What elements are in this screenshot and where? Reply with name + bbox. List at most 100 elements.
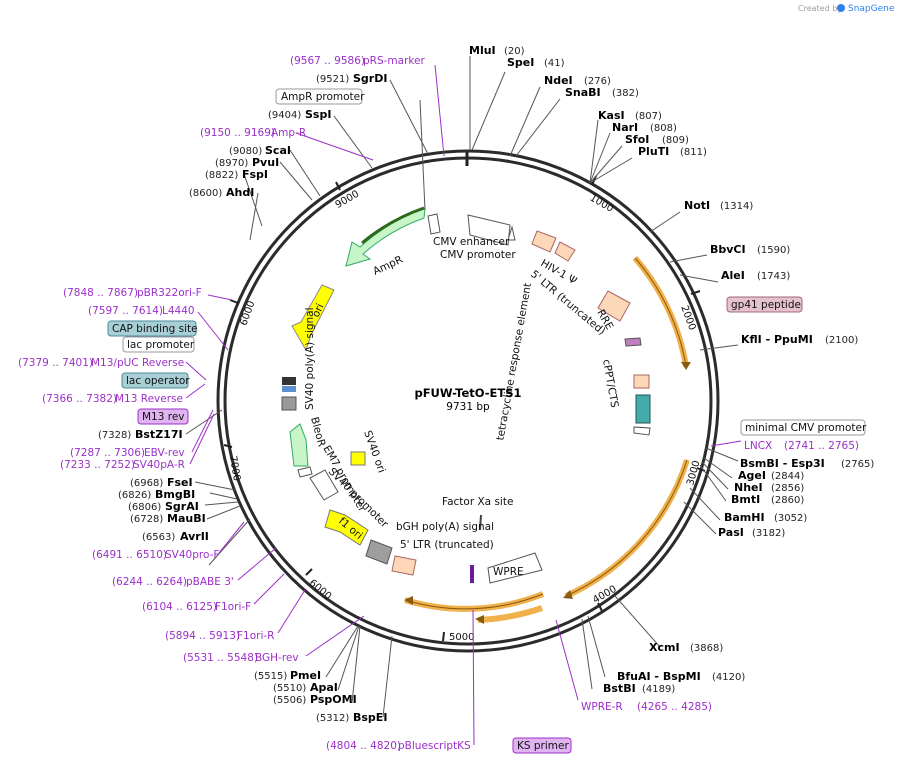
lac-promoter-pill-label: lac promoter <box>127 339 195 351</box>
enzyme-pasi[interactable]: PasI <box>718 526 744 539</box>
enzyme-bstz17i[interactable]: BstZ17I <box>135 428 183 441</box>
enzyme-bbvci[interactable]: BbvCI <box>710 243 746 256</box>
enzyme-maubi-pos: (6728) <box>130 514 163 525</box>
enzyme-sfoi[interactable]: SfoI <box>625 133 649 146</box>
enzyme-bmgbi[interactable]: BmgBI <box>155 488 195 501</box>
enzyme-spei[interactable]: SpeI <box>507 56 534 69</box>
enzyme-avrii[interactable]: AvrII <box>180 530 209 543</box>
enzyme-fsei[interactable]: FseI <box>167 476 193 489</box>
enzyme-mlui[interactable]: MluI <box>469 44 496 57</box>
primer-pbabe3[interactable]: pBABE 3' <box>186 576 234 588</box>
wpre-arrow[interactable] <box>487 552 543 584</box>
lac-operator-pill[interactable] <box>121 372 189 389</box>
enzyme-nhei[interactable]: NheI <box>734 481 763 494</box>
primer-pbabe3-range: (6244 .. 6264) <box>112 576 187 588</box>
hiv-psi-box <box>554 241 576 262</box>
ks-primer-pill[interactable] <box>512 737 572 754</box>
gp41-peptide-pill[interactable] <box>726 296 803 313</box>
minimal-cmv-promoter-pill[interactable] <box>740 419 866 436</box>
enzyme-bamhi[interactable]: BamHI <box>724 511 765 524</box>
f1-ori-arrow[interactable] <box>324 509 369 546</box>
orf-arc-2[interactable] <box>564 459 690 599</box>
enzyme-kasi[interactable]: KasI <box>598 109 625 122</box>
enzyme-bmti[interactable]: BmtI <box>731 493 760 506</box>
enzyme-scai[interactable]: ScaI <box>265 144 291 157</box>
enzyme-sgrai-pos: (6806) <box>128 502 161 513</box>
cap-binding-site-pill[interactable] <box>107 320 197 337</box>
primer-sv40pro-f-range: (6491 .. 6510) <box>92 549 167 561</box>
brand-text[interactable]: SnapGene <box>848 4 895 14</box>
ampr-promoter-pill[interactable] <box>275 88 363 105</box>
primer-pbluescriptks[interactable]: pBluescriptKS <box>398 740 471 752</box>
primer-ebv-rev-range: (7287 .. 7306) <box>70 447 145 459</box>
factor-xa-tick <box>479 514 482 531</box>
primer-sv40pa-r-range: (7233 .. 7252) <box>60 459 135 471</box>
enzyme-alei[interactable]: AleI <box>721 269 745 282</box>
ampr-promoter-arrow <box>427 213 441 235</box>
primer-bgh-rev[interactable]: BGH-rev <box>255 652 299 664</box>
enzyme-apai[interactable]: ApaI <box>310 681 338 694</box>
enzyme-bstbi[interactable]: BstBI <box>603 682 636 695</box>
enzyme-noti[interactable]: NotI <box>684 199 710 212</box>
cppt-cts-label: cPPT/CTS <box>600 358 620 408</box>
primer-sv40pa-r[interactable]: SV40pA-R <box>133 459 185 471</box>
enzyme-fspi[interactable]: FspI <box>242 168 268 181</box>
orf-arc-1-line <box>634 257 687 367</box>
primer-lncx-range: (2741 .. 2765) <box>784 440 859 452</box>
primer-prs-marker[interactable]: pRS-marker <box>363 55 426 67</box>
enzyme-bmti-pos: (2860) <box>771 495 804 506</box>
ori-arrow[interactable] <box>291 284 335 352</box>
enzyme-pvui-pos: (8970) <box>215 158 248 169</box>
primer-pbr322ori-f[interactable]: pBR322ori-F <box>137 287 202 299</box>
ampr-ribbon <box>361 206 425 245</box>
enzyme-maubi[interactable]: MauBI <box>167 512 206 525</box>
enzyme-sgrai[interactable]: SgrAI <box>165 500 199 513</box>
enzyme-xcmi[interactable]: XcmI <box>649 641 680 654</box>
primer-sv40pro-f[interactable]: SV40pro-F <box>165 549 219 561</box>
lac-operator-pill-label: lac operator <box>126 375 190 387</box>
bleor-arrow[interactable] <box>289 423 309 467</box>
enzyme-ahdi[interactable]: AhdI <box>226 186 254 199</box>
primer-f1ori-r[interactable]: F1ori-R <box>237 630 274 642</box>
primer-l4440[interactable]: L4440 <box>162 305 195 317</box>
enzyme-bsmbi-esp3i[interactable]: BsmBI - Esp3I <box>740 457 825 470</box>
primer-prs-marker-range: (9567 .. 9586) <box>290 55 365 67</box>
enzyme-bspei[interactable]: BspEI <box>353 711 387 724</box>
primer-lncx[interactable]: LNCX <box>744 440 772 452</box>
m13-rev-pill[interactable] <box>137 408 189 425</box>
orf-arc-1[interactable] <box>632 256 689 367</box>
tick-label-8000: 6000 <box>238 300 257 328</box>
enzyme-avrii-pos: (6563) <box>142 532 175 543</box>
sv40-polya-block <box>282 377 296 385</box>
enzyme-sspi[interactable]: SspI <box>305 108 331 121</box>
enzyme-bfuai-bspmi[interactable]: BfuAI - BspMI <box>617 670 701 683</box>
primer-amp-r[interactable]: Amp-R <box>271 127 306 139</box>
enzyme-bfuai-bspmi-pos: (4120) <box>712 672 745 683</box>
lac-promoter-pill[interactable] <box>122 336 195 353</box>
primer-wpre-r[interactable]: WPRE-R <box>581 701 623 713</box>
enzyme-pvui[interactable]: PvuI <box>252 156 279 169</box>
enzyme-kfli-ppumi[interactable]: KflI - PpuMI <box>741 333 813 346</box>
ks-primer-pill-label: KS primer <box>517 740 569 752</box>
enzyme-alei-pos: (1743) <box>757 271 790 282</box>
primer-f1ori-f-range: (6104 .. 6125) <box>142 601 217 613</box>
enzyme-pmei-pos: (5515) <box>254 671 287 682</box>
primer-f1ori-f[interactable]: F1ori-F <box>215 601 251 613</box>
primer-m13-puc-reverse[interactable]: M13/pUC Reverse <box>91 357 184 369</box>
enzyme-ndei[interactable]: NdeI <box>544 74 573 87</box>
tick-6000 <box>305 568 313 576</box>
enzyme-snabi[interactable]: SnaBI <box>565 86 601 99</box>
enzyme-pmei[interactable]: PmeI <box>290 669 321 682</box>
enzyme-agei[interactable]: AgeI <box>738 469 766 482</box>
minimal-cmv-promoter-pill-label: minimal CMV promoter <box>745 422 867 434</box>
enzyme-sgrdi[interactable]: SgrDI <box>353 72 387 85</box>
enzyme-pspomi[interactable]: PspOMI <box>310 693 357 706</box>
cmv-enhancer-arrow[interactable] <box>467 214 511 246</box>
enzyme-agei-pos: (2844) <box>771 471 804 482</box>
enzyme-nari[interactable]: NarI <box>612 121 638 134</box>
primer-ebv-rev[interactable]: EBV-rev <box>144 447 185 459</box>
enzyme-pluti[interactable]: PluTI <box>638 145 669 158</box>
primer-m13-puc-reverse-range: (7379 .. 7401) <box>18 357 93 369</box>
primer-m13-reverse[interactable]: M13 Reverse <box>115 393 183 405</box>
ampr-arrow[interactable] <box>345 207 426 267</box>
